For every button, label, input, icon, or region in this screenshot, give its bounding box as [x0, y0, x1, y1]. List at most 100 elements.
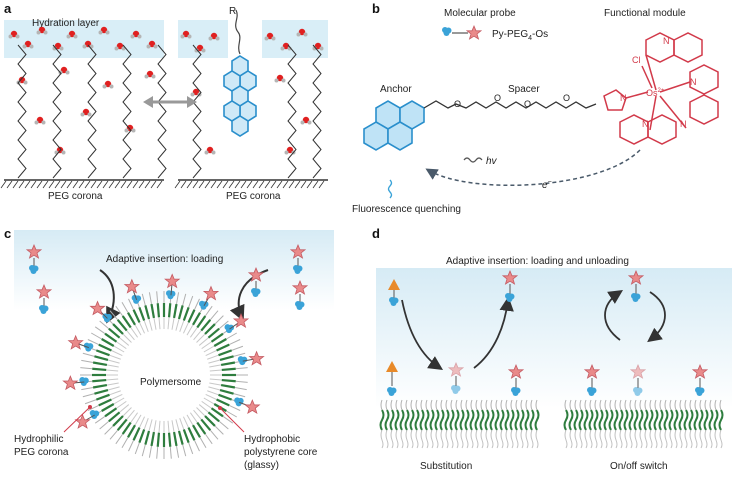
brush-hair-bottom — [599, 429, 603, 449]
brush-strand — [718, 409, 724, 431]
polymersome-label: Polymersome — [140, 377, 202, 388]
peg-hair-outer — [99, 320, 110, 330]
brush-strand — [424, 409, 430, 431]
brush-strand — [449, 409, 455, 431]
brush-strand — [708, 409, 714, 431]
osmium-label: Os2+ — [646, 88, 665, 98]
brush-hair-top — [584, 399, 587, 411]
brush-hair-top — [440, 399, 443, 411]
polystyrene-strand — [101, 338, 115, 347]
water-molecule — [80, 108, 92, 117]
brush-hair-bottom — [579, 429, 583, 449]
brush-hair-bottom — [515, 429, 519, 449]
peg-hair-inner — [208, 386, 221, 391]
polystyrene-strand — [121, 421, 132, 435]
peg-hair-outer — [148, 445, 152, 458]
brush-hair-bottom — [535, 429, 539, 449]
bpy-n-3: N — [642, 119, 649, 129]
peg-hair-inner — [201, 400, 212, 409]
hatch-line — [132, 180, 139, 189]
brush-strand — [628, 409, 634, 431]
water-molecule — [34, 116, 46, 125]
brush-strand — [379, 409, 385, 431]
peg-hair-inner — [126, 330, 135, 341]
brush-strand — [633, 409, 639, 431]
callout-right-3: (glassy) — [244, 460, 279, 471]
brush-hair-top — [649, 399, 652, 411]
peg-hair-inner — [203, 397, 215, 405]
os-complex — [603, 32, 719, 145]
brush-strand — [404, 409, 410, 431]
panel-a-label: a — [4, 1, 12, 16]
hatch-line — [84, 180, 91, 189]
brush-hair-bottom — [684, 429, 688, 449]
polystyrene-strand — [121, 315, 132, 329]
peg-hair-inner — [111, 393, 123, 400]
polystyrene-strand — [210, 332, 224, 343]
peg-hair-outer — [193, 298, 200, 310]
substitution-arrow-in — [401, 299, 444, 370]
brush-strand — [434, 409, 440, 431]
polystyrene-strand — [219, 355, 234, 362]
brush-hair-top — [659, 399, 662, 411]
polymersome — [80, 291, 248, 459]
brush-hair-top — [629, 399, 632, 411]
brush-strand — [454, 409, 460, 431]
brush-hair-bottom — [589, 429, 593, 449]
probe-module — [249, 351, 264, 366]
brush-hair-bottom — [495, 429, 499, 449]
probe-anchor — [89, 410, 100, 419]
polystyrene-strand — [221, 367, 236, 372]
brush-hair-bottom — [520, 429, 524, 449]
inserted-probes — [62, 273, 264, 429]
peg-hair-outer — [84, 399, 97, 405]
peg-hair-inner — [179, 418, 185, 430]
peg-hair-outer — [226, 332, 237, 340]
brush-hair-bottom — [649, 429, 653, 449]
peg-hair-outer — [109, 429, 119, 440]
brush-strand — [529, 409, 535, 431]
peg-chains — [17, 44, 322, 179]
polystyrene-strand — [200, 418, 212, 431]
peg-chain — [87, 44, 97, 179]
polystyrene-strand — [192, 424, 201, 438]
brush-hair-top — [395, 399, 398, 411]
hatch-line — [276, 180, 283, 189]
brush-strand — [693, 409, 699, 431]
polystyrene-strand — [213, 338, 227, 347]
brush-hair-bottom — [654, 429, 658, 449]
peg-chain — [17, 44, 27, 179]
brush-hair-top — [510, 399, 513, 411]
brush-strand — [598, 409, 604, 431]
brush-strand — [509, 409, 515, 431]
polystyrene-strand — [144, 305, 151, 320]
peg-hair-outer — [218, 320, 229, 330]
brush-hair-top — [400, 399, 403, 411]
water-molecule — [144, 70, 156, 79]
brush-hair-bottom — [614, 429, 618, 449]
hatch-line — [102, 180, 109, 189]
oxygen-4: O — [563, 93, 570, 103]
peg-hair-inner — [208, 359, 221, 364]
brush-strand — [414, 409, 420, 431]
brush-hair-top — [515, 399, 518, 411]
brush-strand — [653, 409, 659, 431]
brush-hair-top — [694, 399, 697, 411]
brush-hair-top — [420, 399, 423, 411]
polystyrene-strand — [182, 429, 190, 444]
hatch-line — [48, 180, 55, 189]
peg-hair-outer — [128, 440, 135, 452]
peg-hair-inner — [186, 324, 194, 336]
brush-strand — [389, 409, 395, 431]
peg-hair-inner — [139, 416, 146, 428]
peg-hair-outer — [121, 437, 129, 448]
functional-module-heading: Functional module — [604, 8, 686, 19]
polystyrene-strand — [132, 427, 141, 441]
peg-hair-outer — [87, 339, 99, 346]
peg-hair-inner — [182, 416, 189, 428]
water-molecule — [284, 146, 296, 155]
hatch-line — [294, 180, 301, 189]
oxygen-2: O — [494, 93, 501, 103]
brush-strand — [698, 409, 704, 431]
peg-hair-inner — [122, 333, 132, 343]
